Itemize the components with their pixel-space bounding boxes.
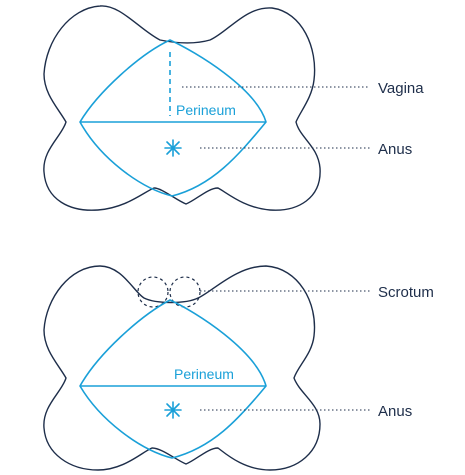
vagina-label: Vagina xyxy=(378,80,424,97)
female-anus-label: Anus xyxy=(378,141,412,158)
male-anus-label: Anus xyxy=(378,403,412,420)
male-anus-marker xyxy=(165,402,181,418)
male-perineum-region xyxy=(80,300,266,458)
male-diagram: Perineum Scrotum Anus xyxy=(44,266,434,470)
female-perineum-label: Perineum xyxy=(176,102,236,118)
male-perineum-label: Perineum xyxy=(174,366,234,382)
scrotum-label: Scrotum xyxy=(378,284,434,301)
female-anus-marker xyxy=(165,140,181,156)
female-perineum-region xyxy=(80,40,266,196)
female-diagram: Perineum Vagina Anus xyxy=(44,6,424,210)
